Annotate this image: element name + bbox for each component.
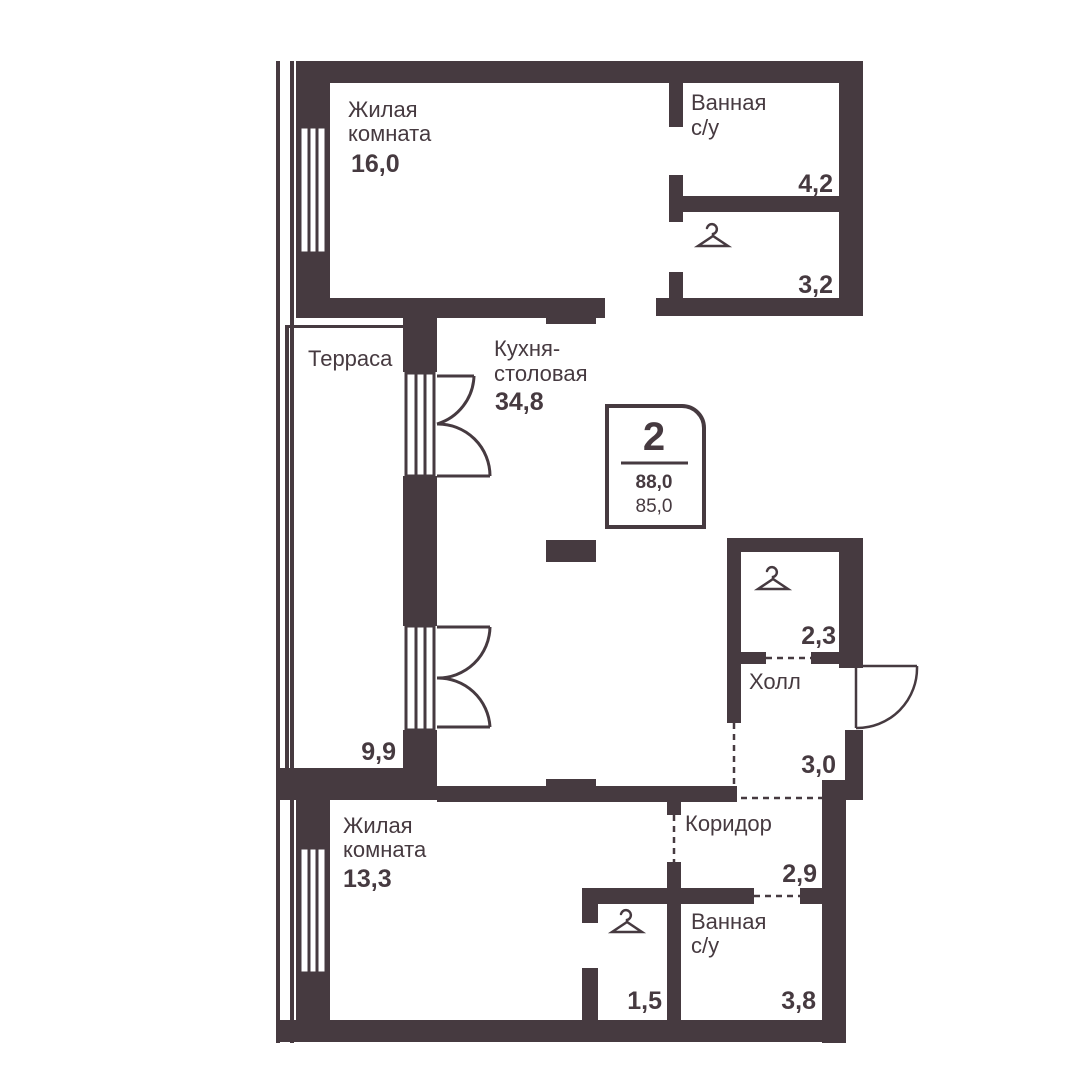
- room-name: Кухня-: [494, 336, 560, 361]
- room-name: Ванная: [691, 90, 766, 115]
- room-area: 34,8: [495, 388, 544, 416]
- room-closet3: 1,5: [627, 987, 662, 1015]
- walls: [276, 61, 863, 1043]
- room-name: столовая: [494, 361, 588, 386]
- window-living2: [298, 846, 328, 975]
- room-area: 16,0: [351, 150, 400, 178]
- room-area: 9,9: [361, 738, 396, 766]
- room-bath1: Ванная с/у 4,2: [691, 90, 833, 198]
- room-area: 3,2: [798, 271, 833, 299]
- room-corridor: Коридор 2,9: [685, 811, 817, 888]
- room-hall: Холл 3,0: [749, 669, 836, 779]
- room-living2: Жилая комната 13,3: [343, 813, 427, 893]
- window-terrace-edge: [276, 61, 294, 1043]
- terrace-door-lower[interactable]: [404, 624, 492, 732]
- room-terrace: Терраса 9,9: [308, 346, 396, 766]
- room-closet1: 3,2: [798, 271, 833, 299]
- room-name: с/у: [691, 933, 719, 958]
- room-name: с/у: [691, 115, 719, 140]
- hanger-icon: [753, 565, 793, 591]
- room-kitchen: Кухня- столовая 34,8: [494, 336, 588, 416]
- room-area: 1,5: [627, 987, 662, 1015]
- room-closet2: 2,3: [801, 622, 836, 650]
- rooms-count: 2: [643, 415, 665, 459]
- room-area: 3,8: [781, 987, 816, 1015]
- entrance-door[interactable]: [854, 664, 919, 730]
- apartment-badge: 2 88,0 85,0: [605, 404, 706, 529]
- room-name: комната: [343, 837, 427, 862]
- terrace-door-upper[interactable]: [404, 371, 492, 478]
- room-area: 2,9: [782, 860, 817, 888]
- room-name: Жилая: [343, 813, 413, 838]
- room-living1: Жилая комната 16,0: [348, 97, 432, 178]
- room-bath2: Ванная с/у 3,8: [691, 909, 816, 1015]
- room-name: комната: [348, 121, 432, 146]
- room-name: Коридор: [685, 811, 772, 836]
- room-area: 4,2: [798, 170, 833, 198]
- hanger-icon: [693, 222, 733, 248]
- dashed-separators: [672, 656, 822, 898]
- room-area: 13,3: [343, 865, 392, 893]
- room-area: 3,0: [801, 751, 836, 779]
- room-name: Терраса: [308, 346, 393, 371]
- hanger-icon: [607, 908, 647, 934]
- room-area: 2,3: [801, 622, 836, 650]
- room-name: Жилая: [348, 97, 418, 122]
- total-area: 88,0: [636, 472, 673, 493]
- room-name: Холл: [749, 669, 801, 694]
- living-area: 85,0: [636, 496, 673, 517]
- room-name: Ванная: [691, 909, 766, 934]
- window-living1: [298, 125, 328, 255]
